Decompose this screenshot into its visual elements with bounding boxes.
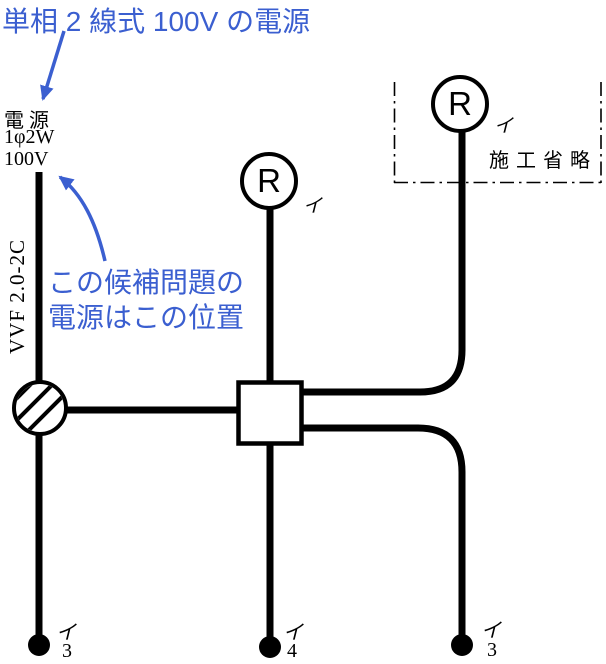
right-switch-wire	[302, 424, 466, 636]
lamp-receptacle-symbol-omitted	[431, 75, 489, 133]
lamp-receptacle-symbol-center	[240, 152, 298, 210]
annotation-position-line1: この候補問題の	[48, 267, 245, 298]
way-number-switch-left: 3	[62, 640, 72, 662]
annotation-position-line2: 電源はこの位置	[48, 302, 245, 333]
annotation-arrows	[40, 30, 107, 262]
joint-box-hatch	[16, 384, 64, 432]
arrow-to-power-label-icon	[40, 30, 66, 101]
omitted-lamp-wire	[302, 131, 466, 396]
cable-label: VVF 2.0-2C	[5, 238, 29, 354]
circuit-label-lamp-center: イ	[303, 196, 323, 217]
outlet-box-symbol	[236, 380, 304, 446]
lamp-receptacle-letter-center: R	[257, 162, 281, 199]
four-way-switch-symbol-center	[259, 636, 281, 658]
power-source-title: 電 源	[4, 110, 49, 132]
lamp-receptacle-letter-omitted: R	[448, 85, 472, 122]
vvf-joint-box-symbol	[12, 380, 68, 436]
power-source-phase: 1φ2W	[4, 126, 55, 148]
construction-omitted-label: 施工省略	[489, 150, 597, 172]
circuit-label-switch-center: イ	[283, 622, 303, 644]
annotation-power-source: 単相 2 線式 100V の電源	[2, 6, 311, 37]
power-source-voltage: 100V	[4, 148, 49, 170]
way-number-switch-right: 3	[487, 639, 497, 661]
way-number-switch-center: 4	[287, 640, 297, 662]
arrow-to-voltage-icon	[58, 175, 107, 262]
wiring	[35, 131, 466, 638]
three-way-switch-symbol-right	[451, 634, 473, 656]
circuit-label-switch-left: イ	[56, 622, 76, 644]
circuit-label-lamp-omitted: イ	[494, 116, 514, 137]
three-way-switch-symbol-left	[28, 634, 50, 656]
omission-boundary	[393, 82, 605, 184]
circuit-label-switch-right: イ	[481, 620, 501, 642]
